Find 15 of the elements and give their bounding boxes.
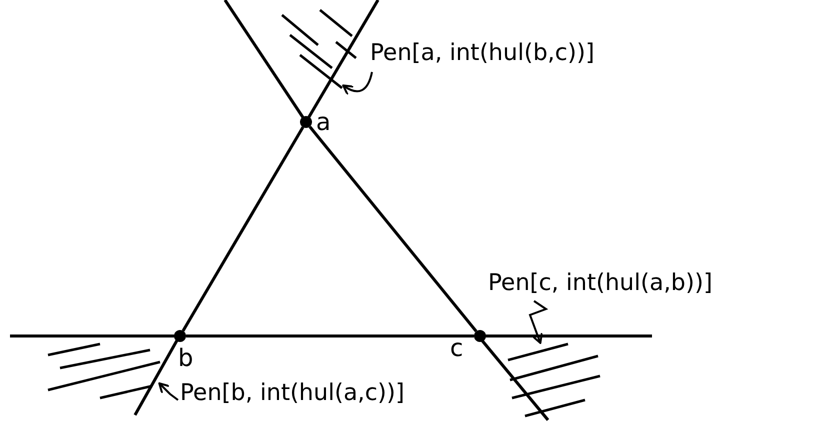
triangle-side bbox=[308, 126, 478, 332]
hatched-region bbox=[508, 342, 600, 418]
hatched-region bbox=[281, 9, 357, 89]
set-label: Pen[b, int(hul(a,c))] bbox=[180, 380, 404, 406]
set-label: Pen[a, int(hul(b,c))] bbox=[370, 40, 594, 66]
point-label: c bbox=[450, 334, 464, 362]
set-label: Pen[c, int(hul(a,b))] bbox=[488, 270, 712, 296]
hatched-region bbox=[48, 342, 160, 400]
triangle-side bbox=[182, 126, 304, 332]
point-label: b bbox=[178, 344, 194, 372]
leader-arrow bbox=[158, 382, 179, 401]
triangle-side bbox=[186, 334, 474, 338]
leader-arrow bbox=[342, 72, 373, 96]
point-label: a bbox=[316, 108, 331, 136]
leader-arrow bbox=[528, 300, 548, 344]
